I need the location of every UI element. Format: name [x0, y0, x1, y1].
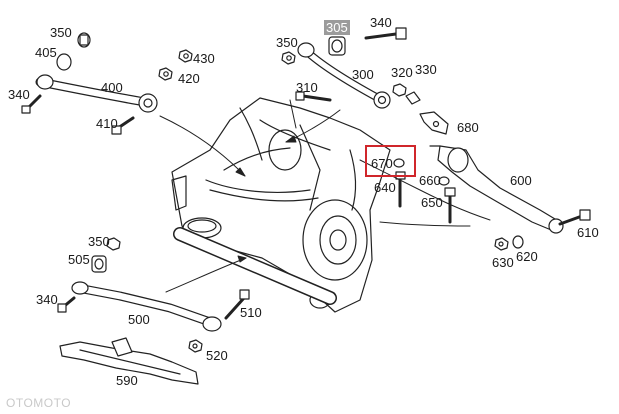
part-label-620: 620: [516, 249, 538, 264]
part-label-520: 520: [206, 348, 228, 363]
bolt-510: [224, 289, 250, 320]
part-label-410: 410: [96, 116, 118, 131]
part-label-660: 660: [419, 173, 441, 188]
nuts-630-620: [494, 235, 524, 251]
bolt-310: [295, 91, 332, 102]
part-label-430: 430: [193, 51, 215, 66]
bolt-340-top: [364, 27, 407, 40]
part-label-420: 420: [178, 71, 200, 86]
part-label-340-lower: 340: [36, 292, 58, 307]
part-label-405: 405: [35, 45, 57, 60]
cover-plate-590: [59, 337, 199, 385]
lower-crossmember: [173, 227, 337, 305]
bolt-610: [558, 209, 591, 226]
bushing-350-405: [56, 32, 91, 71]
part-label-300: 300: [352, 67, 374, 82]
part-label-320: 320: [391, 65, 413, 80]
control-arm-600: [429, 145, 564, 234]
bushing-305: [328, 36, 346, 56]
bolt-410: [111, 116, 135, 135]
part-label-590: 590: [116, 373, 138, 388]
bolt-650-washer-660: [438, 176, 456, 224]
part-label-670: 670: [371, 156, 393, 171]
nut-washer-320-330: [392, 83, 421, 105]
leader-lines: [159, 99, 491, 293]
part-label-400: 400: [101, 80, 123, 95]
control-arm-500: [71, 281, 222, 332]
bolt-340-lower: [57, 296, 76, 313]
nuts-430-420: [158, 49, 193, 81]
watermark-logo: OTOMOTO: [6, 396, 72, 410]
part-label-640: 640: [374, 180, 396, 195]
bracket-680: [419, 111, 449, 135]
subframe-knuckle-assembly: [171, 97, 391, 313]
part-label-340: 340: [8, 87, 30, 102]
nut-350-top: [281, 51, 296, 65]
callout-box-670: [365, 145, 416, 177]
part-label-350: 350: [50, 25, 72, 40]
bolt-340-left: [21, 94, 42, 114]
part-label-510: 510: [240, 305, 262, 320]
part-label-500: 500: [128, 312, 150, 327]
control-arm-400: [35, 74, 158, 113]
part-label-680: 680: [457, 120, 479, 135]
part-label-305-highlighted: 305: [324, 20, 350, 35]
nut-520: [188, 339, 203, 353]
part-label-330: 330: [415, 62, 437, 77]
bushings-350-505: [91, 237, 121, 273]
part-label-600: 600: [510, 173, 532, 188]
part-label-610: 610: [577, 225, 599, 240]
control-arm-300: [297, 42, 391, 109]
part-label-350-top: 350: [276, 35, 298, 50]
part-label-650: 650: [421, 195, 443, 210]
part-label-350-lower: 350: [88, 234, 110, 249]
part-label-505: 505: [68, 252, 90, 267]
part-label-630: 630: [492, 255, 514, 270]
part-label-310: 310: [296, 80, 318, 95]
part-label-340-top: 340: [370, 15, 392, 30]
